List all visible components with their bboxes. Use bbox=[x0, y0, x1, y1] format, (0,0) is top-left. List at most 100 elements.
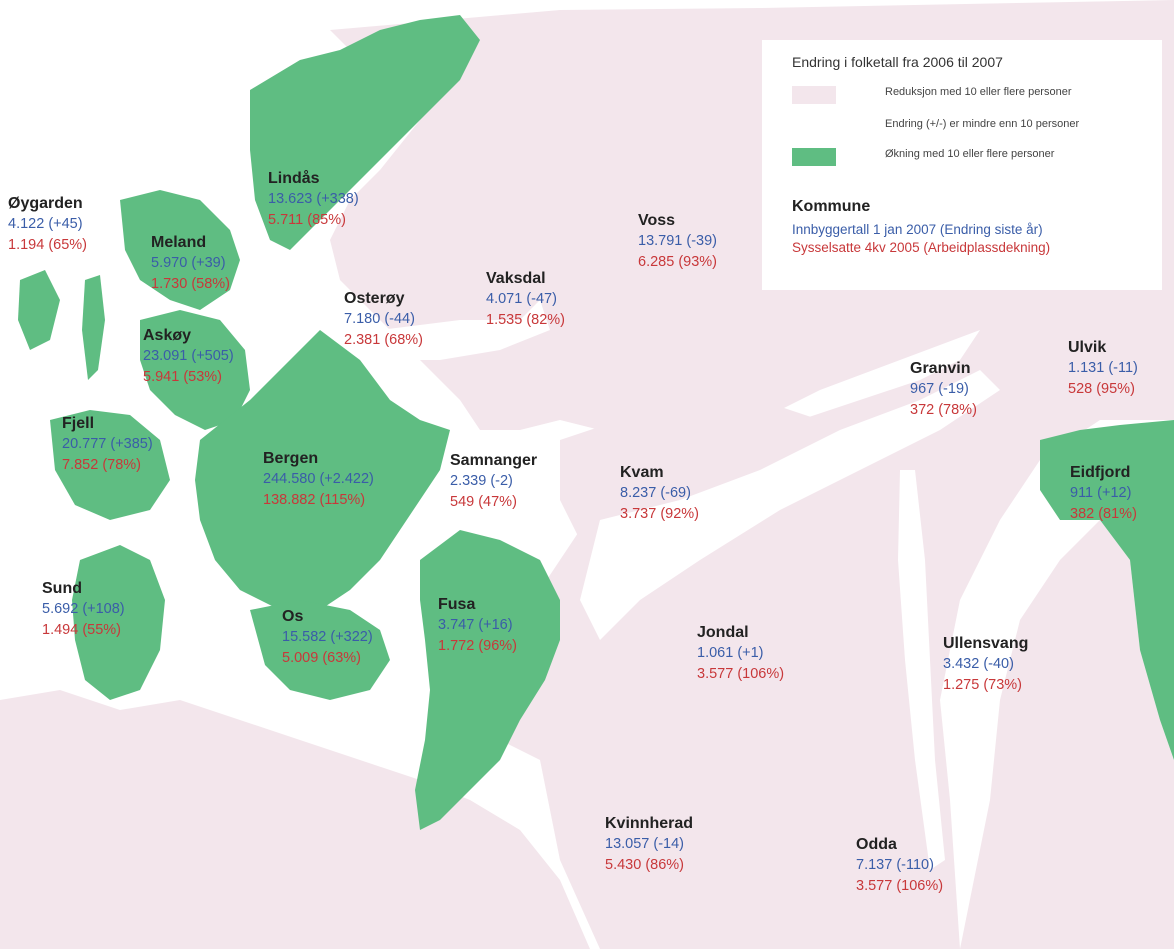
label-ullensvang: Ullensvang 3.432 (-40) 1.275 (73%) bbox=[943, 633, 1028, 696]
fjell-area bbox=[50, 410, 170, 520]
meland-area bbox=[120, 190, 240, 310]
osteroy-employment: 2.381 (68%) bbox=[344, 332, 423, 348]
meland-name: Meland bbox=[151, 234, 207, 251]
eidfjord-population: 911 (+12) bbox=[1070, 485, 1132, 501]
samnanger-employment: 549 (47%) bbox=[450, 494, 517, 510]
sund-name: Sund bbox=[42, 580, 82, 597]
land-mass-southeast bbox=[960, 520, 1174, 949]
label-meland: Meland 5.970 (+39) 1.730 (58%) bbox=[151, 232, 230, 295]
legend-title: Endring i folketall fra 2006 til 2007 bbox=[792, 54, 1003, 70]
label-jondal: Jondal 1.061 (+1) 3.577 (106%) bbox=[697, 622, 784, 685]
vaksdal-employment: 1.535 (82%) bbox=[486, 312, 565, 328]
jondal-employment: 3.577 (106%) bbox=[697, 666, 785, 682]
lindas-employment: 5.711 (85%) bbox=[268, 212, 346, 228]
label-ulvik: Ulvik 1.131 (-11) 528 (95%) bbox=[1068, 337, 1138, 400]
oygarden-population: 4.122 (+45) bbox=[8, 216, 83, 232]
kvam-population: 8.237 (-69) bbox=[620, 485, 691, 501]
west-island-strip bbox=[82, 275, 105, 380]
os-population: 15.582 (+322) bbox=[282, 629, 373, 645]
label-samnanger: Samnanger 2.339 (-2) 549 (47%) bbox=[450, 450, 537, 513]
land-mass-south-island bbox=[600, 860, 940, 949]
legend-label-small: Endring (+/-) er mindre enn 10 personer bbox=[885, 118, 1080, 130]
label-os: Os 15.582 (+322) 5.009 (63%) bbox=[282, 606, 373, 669]
sund-employment: 1.494 (55%) bbox=[42, 622, 121, 638]
meland-population: 5.970 (+39) bbox=[151, 255, 226, 271]
vaksdal-population: 4.071 (-47) bbox=[486, 291, 557, 307]
bergen-name: Bergen bbox=[263, 450, 319, 467]
voss-name: Voss bbox=[638, 212, 676, 229]
legend-swatch-increase bbox=[792, 148, 836, 166]
odda-employment: 3.577 (106%) bbox=[856, 878, 944, 894]
vaksdal-name: Vaksdal bbox=[486, 270, 546, 287]
meland-employment: 1.730 (58%) bbox=[151, 276, 230, 292]
increase-areas bbox=[18, 15, 1174, 830]
granvin-employment: 372 (78%) bbox=[910, 402, 977, 418]
label-kvinnherad: Kvinnherad 13.057 (-14) 5.430 (86%) bbox=[605, 813, 693, 876]
label-sund: Sund 5.692 (+108) 1.494 (55%) bbox=[42, 578, 125, 641]
sund-population: 5.692 (+108) bbox=[42, 601, 125, 617]
ulvik-population: 1.131 (-11) bbox=[1068, 360, 1138, 376]
granvin-population: 967 (-19) bbox=[910, 381, 969, 397]
fjell-employment: 7.852 (78%) bbox=[62, 457, 141, 473]
eidfjord-name: Eidfjord bbox=[1070, 464, 1131, 481]
ullensvang-name: Ullensvang bbox=[943, 635, 1029, 652]
odda-name: Odda bbox=[856, 836, 897, 853]
osteroy-name: Osterøy bbox=[344, 290, 405, 307]
label-kvam: Kvam 8.237 (-69) 3.737 (92%) bbox=[620, 462, 699, 525]
askoy-population: 23.091 (+505) bbox=[143, 348, 234, 364]
fjell-name: Fjell bbox=[62, 415, 95, 432]
fusa-area bbox=[415, 530, 560, 830]
os-name: Os bbox=[282, 608, 304, 625]
hardangerfjord bbox=[580, 370, 1000, 640]
label-fjell: Fjell 20.777 (+385) 7.852 (78%) bbox=[62, 413, 153, 476]
fusa-name: Fusa bbox=[438, 596, 476, 613]
label-vaksdal: Vaksdal 4.071 (-47) 1.535 (82%) bbox=[486, 268, 565, 331]
lindas-population: 13.623 (+338) bbox=[268, 191, 359, 207]
fusa-employment: 1.772 (96%) bbox=[438, 638, 517, 654]
voss-population: 13.791 (-39) bbox=[638, 233, 717, 249]
kvinnherad-population: 13.057 (-14) bbox=[605, 836, 684, 852]
granvin-name: Granvin bbox=[910, 360, 971, 377]
samnanger-population: 2.339 (-2) bbox=[450, 473, 513, 489]
label-fusa: Fusa 3.747 (+16) 1.772 (96%) bbox=[438, 594, 517, 657]
ullensvang-employment: 1.275 (73%) bbox=[943, 677, 1022, 693]
legend-key-population: Innbyggertall 1 jan 2007 (Endring siste … bbox=[792, 222, 1043, 237]
ullensvang-population: 3.432 (-40) bbox=[943, 656, 1014, 672]
osteroy-population: 7.180 (-44) bbox=[344, 311, 415, 327]
lindas-area bbox=[250, 15, 480, 250]
ulvik-name: Ulvik bbox=[1068, 339, 1107, 356]
eidfjord-area bbox=[1040, 420, 1174, 760]
os-area bbox=[250, 600, 390, 700]
legend-label-decrease: Reduksjon med 10 eller flere personer bbox=[885, 86, 1072, 98]
legend: Endring i folketall fra 2006 til 2007 Re… bbox=[762, 40, 1162, 290]
legend-key-employment: Sysselsatte 4kv 2005 (Arbeidplassdekning… bbox=[792, 240, 1051, 255]
samnanger-name: Samnanger bbox=[450, 452, 538, 469]
lindas-name: Lindås bbox=[268, 170, 320, 187]
kvam-name: Kvam bbox=[620, 464, 664, 481]
voss-employment: 6.285 (93%) bbox=[638, 254, 717, 270]
bergen-employment: 138.882 (115%) bbox=[263, 492, 366, 508]
ulvik-employment: 528 (95%) bbox=[1068, 381, 1135, 397]
land-mass-southwest bbox=[0, 690, 590, 949]
askoy-area bbox=[140, 310, 250, 430]
fjell-population: 20.777 (+385) bbox=[62, 436, 153, 452]
bergen-area bbox=[195, 330, 450, 610]
jondal-name: Jondal bbox=[697, 624, 749, 641]
label-oygarden: Øygarden 4.122 (+45) 1.194 (65%) bbox=[8, 193, 87, 256]
label-odda: Odda 7.137 (-110) 3.577 (106%) bbox=[856, 834, 943, 897]
label-askoy: Askøy 23.091 (+505) 5.941 (53%) bbox=[143, 325, 234, 388]
os-employment: 5.009 (63%) bbox=[282, 650, 361, 666]
legend-swatch-decrease bbox=[792, 86, 836, 104]
legend-label-increase: Økning med 10 eller flere personer bbox=[885, 148, 1055, 160]
label-granvin: Granvin 967 (-19) 372 (78%) bbox=[910, 358, 977, 421]
label-eidfjord: Eidfjord 911 (+12) 382 (81%) bbox=[1070, 462, 1137, 525]
jondal-population: 1.061 (+1) bbox=[697, 645, 764, 661]
odda-population: 7.137 (-110) bbox=[856, 857, 934, 873]
oygarden-employment: 1.194 (65%) bbox=[8, 237, 87, 253]
kvinnherad-employment: 5.430 (86%) bbox=[605, 857, 684, 873]
legend-swatch-small bbox=[792, 118, 836, 136]
askoy-name: Askøy bbox=[143, 327, 192, 344]
eidfjord-employment: 382 (81%) bbox=[1070, 506, 1137, 522]
west-islands bbox=[18, 270, 60, 350]
askoy-employment: 5.941 (53%) bbox=[143, 369, 222, 385]
